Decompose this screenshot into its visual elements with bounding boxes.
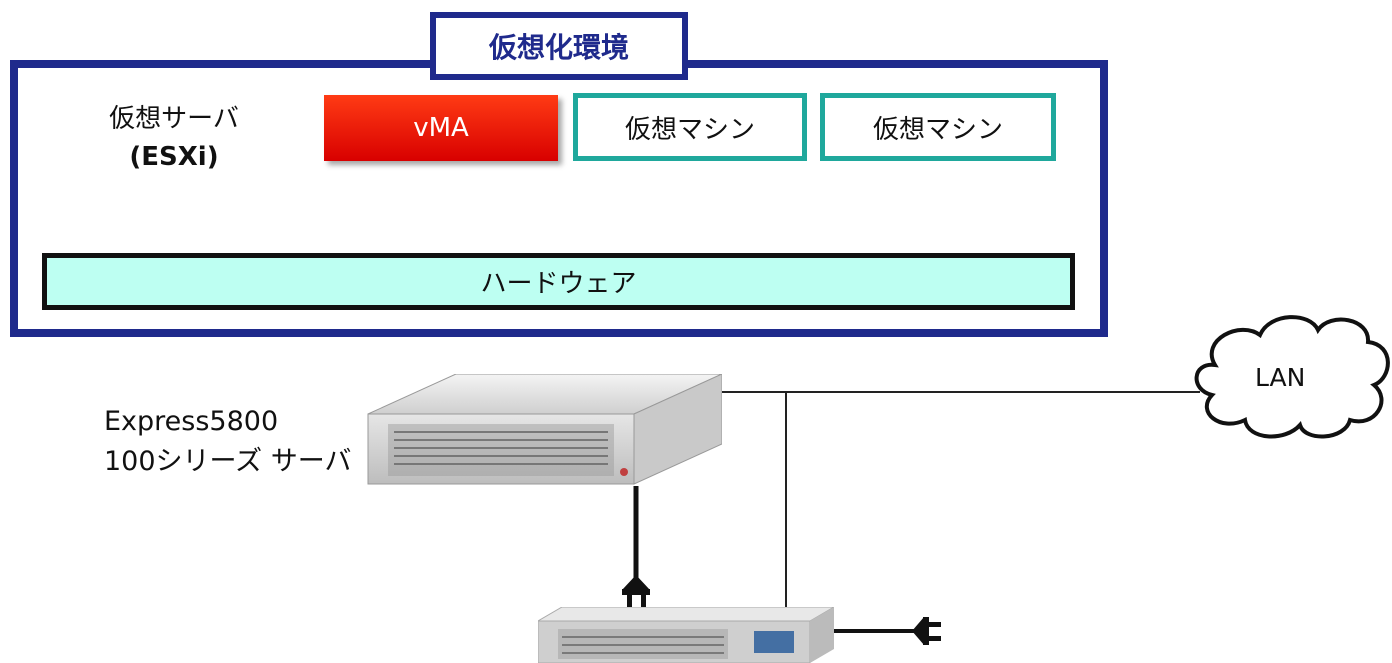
lan-label: LAN xyxy=(1255,363,1306,392)
virtual-machine-1: 仮想マシン xyxy=(573,93,807,161)
virtual-machine-2: 仮想マシン xyxy=(820,93,1056,161)
lan-cloud-icon xyxy=(1194,315,1390,439)
ups-device-icon xyxy=(538,607,834,663)
hardware-layer: ハードウェア xyxy=(42,253,1075,310)
esxi-line1: 仮想サーバ xyxy=(109,104,239,134)
environment-title: 仮想化環境 xyxy=(430,12,688,80)
ups-plug-icon xyxy=(912,617,941,645)
power-plug-icon xyxy=(622,575,650,607)
rack-server-icon xyxy=(367,374,722,485)
server-label: Express5800 100シリーズ サーバ xyxy=(104,402,352,482)
vma-box: vMA xyxy=(324,95,558,161)
server-label-line2: 100シリーズ サーバ xyxy=(104,446,352,477)
esxi-label: 仮想サーバ (ESXi) xyxy=(50,100,298,176)
esxi-line2: (ESXi) xyxy=(129,142,219,172)
server-label-line1: Express5800 xyxy=(104,406,279,437)
